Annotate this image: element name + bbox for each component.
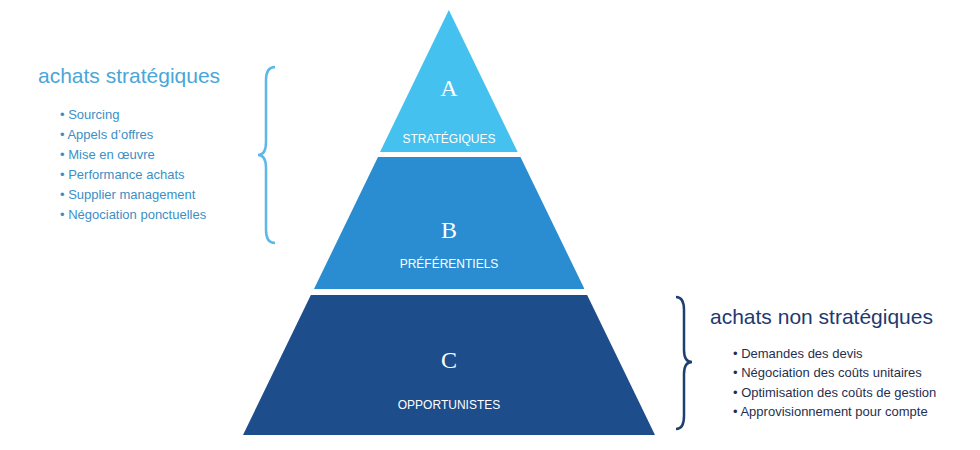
group-heading: achats stratégiques [38, 63, 220, 89]
tier-letter: A [440, 74, 457, 103]
tier-letter: C [441, 346, 457, 375]
tier-letter: B [441, 216, 457, 245]
tier-name: OPPORTUNISTES [398, 398, 500, 412]
list-item: • Performance achats [60, 167, 185, 183]
list-item: • Supplier management [60, 187, 195, 203]
tier-fill [243, 295, 655, 435]
tier-name: STRATÉGIQUES [402, 132, 495, 146]
pyramid-tier: C OPPORTUNISTES [243, 295, 655, 435]
left-brace [258, 67, 275, 243]
tier-name: PRÉFÉRENTIELS [400, 257, 499, 271]
right-brace [676, 297, 692, 429]
list-item: • Appels d’offres [60, 127, 153, 143]
list-item: • Demandes des devis [733, 346, 863, 362]
group-heading: achats non stratégiques [710, 304, 933, 330]
list-item: • Négociation des coûts unitaires [733, 365, 922, 381]
list-item: • Optimisation des coûts de gestion [733, 385, 936, 401]
list-item: • Négociation ponctuelles [60, 207, 206, 223]
list-item: • Approvisionnement pour compte [733, 404, 928, 420]
pyramid-tier: B PRÉFÉRENTIELS [314, 157, 584, 289]
pyramid-tier: A STRATÉGIQUES [380, 10, 518, 152]
list-item: • Sourcing [60, 107, 119, 123]
tier-fill [314, 157, 584, 289]
list-item: • Mise en œuvre [60, 147, 155, 163]
tier-fill [380, 10, 518, 152]
